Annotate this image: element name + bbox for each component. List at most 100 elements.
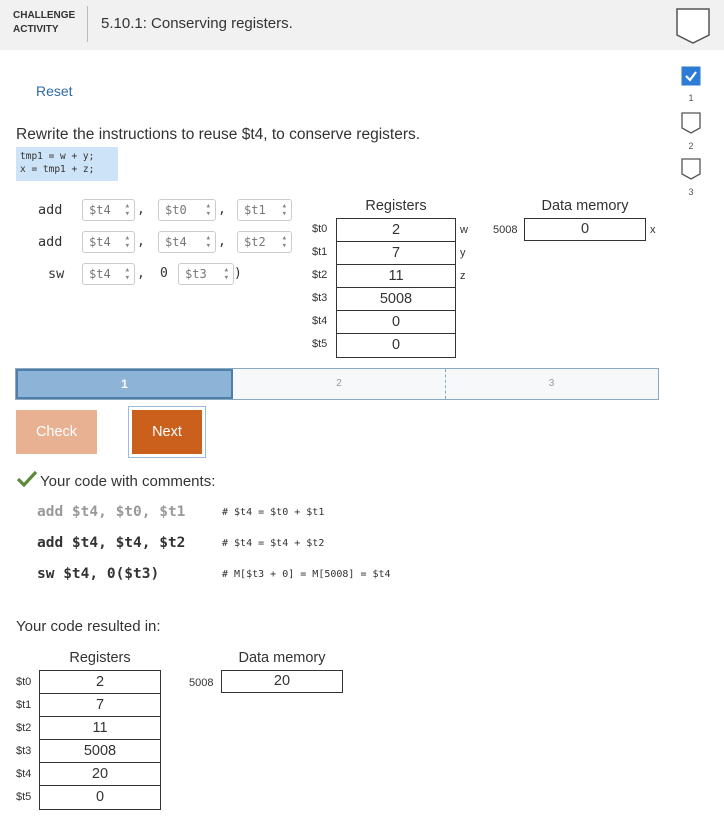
register-value: 11 (40, 717, 160, 740)
register-value: 2 (337, 219, 455, 242)
comma: , (218, 234, 226, 249)
register-name: $t3 (16, 745, 32, 757)
checkmark-icon (16, 470, 38, 493)
register-value: 0 (95, 789, 105, 805)
next-button[interactable]: Next (132, 410, 202, 454)
comma: , (137, 234, 145, 249)
select-value: $t3 (185, 267, 207, 281)
category-line-1: CHALLENGE (13, 10, 76, 21)
variable-label: y (460, 247, 466, 259)
comma: , (137, 202, 145, 217)
memory-address: 5008 (189, 677, 214, 689)
code-with-comments-label: Your code with comments: (40, 473, 216, 490)
memory-value: 0 (524, 218, 646, 241)
reset-link[interactable]: Reset (36, 83, 73, 99)
close-paren: ) (234, 266, 242, 281)
completion-badge-icon (676, 8, 710, 49)
select-value: $t4 (89, 203, 111, 217)
select-value: $t2 (244, 235, 266, 249)
register-select[interactable]: $t0 ▴▾ (158, 199, 216, 221)
register-name: $t5 (312, 338, 328, 350)
register-select[interactable]: $t1 ▴▾ (237, 199, 292, 221)
register-value: 11 (337, 265, 455, 288)
code-snippet: tmp1 = w + y; x = tmp1 + z; (16, 147, 118, 181)
activity-category: CHALLENGE ACTIVITY (13, 9, 75, 37)
activity-title: 5.10.1: Conserving registers. (101, 15, 293, 32)
register-select[interactable]: $t4 ▴▾ (82, 199, 135, 221)
register-value: 7 (40, 694, 160, 717)
register-value: 0 (391, 337, 401, 353)
register-value: 7 (337, 242, 455, 265)
select-value: $t4 (165, 235, 187, 249)
register-select[interactable]: $t2 ▴▾ (237, 231, 292, 253)
register-name: $t4 (312, 315, 328, 327)
code-comment: # $t4 = $t4 + $t2 (222, 538, 325, 549)
register-select[interactable]: $t4▴▾ (82, 231, 135, 253)
register-name: $t5 (16, 791, 32, 803)
code-line: add $t4, $t4, $t2 (37, 535, 186, 551)
step-progress-bar: 1 2 3 (15, 368, 659, 400)
step-3[interactable]: 3 (548, 378, 555, 389)
comma: , (137, 266, 145, 281)
select-value: $t4 (89, 235, 111, 249)
select-value: $t1 (244, 203, 266, 217)
progress-level-3[interactable]: 3 (681, 158, 701, 197)
header-divider (87, 6, 88, 42)
variable-label: x (650, 224, 656, 236)
pending-level-icon (681, 112, 701, 134)
opcode: sw (48, 266, 65, 282)
select-arrows-icon: ▴▾ (281, 201, 287, 219)
memory-address: 5008 (493, 224, 518, 236)
instruction-row-1: add $t4 ▴▾ , $t0 ▴▾ , $t1 ▴▾ (0, 199, 320, 223)
register-name: $t4 (16, 768, 32, 780)
select-value: $t0 (165, 203, 187, 217)
register-name: $t2 (312, 269, 328, 281)
select-arrows-icon: ▴▾ (124, 201, 130, 219)
register-name: $t0 (312, 223, 328, 235)
register-value: 2 (40, 671, 160, 694)
prompt-text: Rewrite the instructions to reuse $t4, t… (16, 126, 421, 143)
select-arrows-icon: ▴▾ (205, 233, 211, 251)
registers-title: Registers (365, 198, 427, 214)
activity-header: CHALLENGE ACTIVITY 5.10.1: Conserving re… (0, 0, 724, 50)
code-comment: # M[$t3 + 0] = M[5008] = $t4 (222, 569, 391, 580)
select-arrows-icon: ▴▾ (205, 201, 211, 219)
select-arrows-icon: ▴▾ (124, 265, 130, 283)
memory-value: 20 (221, 670, 343, 693)
variable-label: z (460, 270, 466, 282)
progress-level-2[interactable]: 2 (681, 112, 701, 151)
next-button-focus-ring: Next (128, 406, 206, 458)
check-button[interactable]: Check (16, 410, 97, 454)
result-registers-table: 2 7 11 5008 20 0 (39, 670, 161, 810)
instruction-row-3: sw $t4▴▾ , 0 ( $t3▴▾ ) (0, 263, 320, 287)
register-value: 5008 (40, 740, 160, 763)
code-resulted-label: Your code resulted in: (16, 618, 161, 635)
register-name: $t2 (16, 722, 32, 734)
code-line: add $t4, $t0, $t1 (37, 504, 186, 520)
register-name: $t1 (16, 699, 32, 711)
register-value: 20 (40, 763, 160, 786)
register-select[interactable]: $t4 ▴▾ (82, 263, 135, 285)
opcode: add (38, 202, 63, 218)
select-arrows-icon: ▴▾ (223, 265, 229, 283)
result-registers-title: Registers (69, 650, 131, 666)
register-name: $t1 (312, 246, 328, 258)
pending-level-icon (681, 158, 701, 180)
select-arrows-icon: ▴▾ (281, 233, 287, 251)
register-name: $t3 (312, 292, 328, 304)
progress-level-1[interactable]: 1 (681, 66, 701, 103)
select-value: $t4 (89, 267, 111, 281)
opcode: add (38, 234, 63, 250)
step-1[interactable]: 1 (16, 369, 233, 399)
step-2[interactable]: 2 (336, 378, 342, 389)
register-select[interactable]: $t4 ▴▾ (158, 231, 216, 253)
step-divider (445, 369, 446, 399)
instruction-row-2: add $t4 ▴▾ , $t4 ▴▾ , $t2 ▴▾ (0, 231, 320, 255)
code-line: sw $t4, 0($t3) (37, 566, 160, 582)
registers-table: 2 7 11 5008 0 0 (336, 218, 456, 358)
register-select[interactable]: $t3 ▴▾ (178, 263, 234, 285)
register-name: $t0 (16, 676, 32, 688)
comma: , (218, 202, 226, 217)
code-comment: # $t4 = $t0 + $t1 (222, 507, 325, 518)
progress-level-number: 2 (688, 141, 694, 151)
